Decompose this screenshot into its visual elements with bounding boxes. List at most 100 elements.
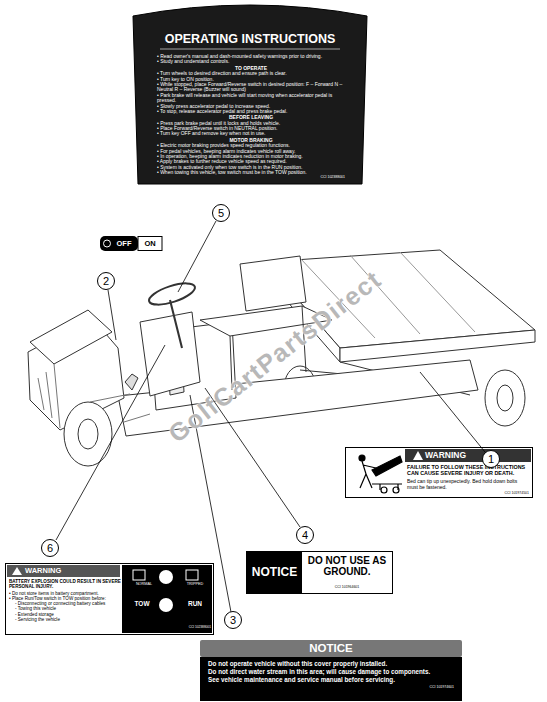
ground-notice-decal: NOTICEDO NOT USE AS GROUND. CCI 101964601: [246, 551, 393, 594]
vehicle-drawing: [170, 300, 182, 348]
decal-backgrounds: [247, 552, 393, 594]
decal-backgrounds: [133, 5, 367, 184]
decal-backgrounds: [200, 657, 462, 701]
callout-number: 6: [41, 539, 59, 557]
callout-text: 2: [103, 275, 109, 287]
vehicle-drawing: [340, 330, 535, 362]
leader-line: [108, 290, 116, 340]
decal-heading: OPERATING INSTRUCTIONS: [133, 32, 367, 46]
vehicle-drawing: [78, 419, 98, 449]
bed-warning-icon: [381, 487, 387, 493]
vehicle-drawing: [30, 310, 112, 364]
decal-text: - Towing this vehicle: [9, 606, 121, 611]
operating-instructions-decal: • Read owner's manual and dash-mounted s…: [133, 2, 367, 185]
decal-backgrounds: [159, 598, 173, 612]
decal-text: • Place Run/Tow switch in TOW position b…: [9, 596, 121, 601]
callout-text: 6: [47, 542, 53, 554]
vehicle-drawing: [140, 312, 200, 396]
decal-text: FAILURE TO FOLLOW THESE INSTRUCTIONS CAN…: [407, 465, 529, 477]
decal-text: • While stopped, place Forward/Reverse s…: [157, 82, 345, 93]
vehicle-drawing: [125, 374, 138, 390]
vehicle-drawing: [90, 394, 150, 422]
decal-heading: WARNING: [425, 450, 529, 460]
bed-warning-icon: [393, 487, 399, 493]
decal-backgrounds: [100, 236, 138, 251]
decal-backgrounds: [247, 552, 302, 593]
vehicle-drawing: [64, 402, 112, 466]
decal-backgrounds: [122, 565, 212, 633]
decal-text: • Park brake will release and vehicle wi…: [157, 93, 345, 104]
decal-text: TRIPPED: [175, 582, 215, 586]
decal-text: - Disconnecting or connecting battery ca…: [9, 601, 121, 606]
callout-number: 1: [482, 450, 500, 468]
decal-text: CCI 101974501: [469, 491, 529, 495]
vehicle-drawing: [147, 279, 198, 309]
decal-backgrounds: [6, 564, 214, 635]
decal-backgrounds: [7, 565, 120, 577]
cover-notice-decal: Do not operate vehicle without this cove…: [200, 640, 462, 701]
decal-body: BATTERY EXPLOSION COULD RESULT IN SEVERE…: [9, 579, 121, 622]
decal-body: • Read owner's manual and dash-mounted s…: [157, 54, 345, 179]
decal-text: ON: [138, 239, 162, 248]
decal-heading: NOTICE: [247, 565, 302, 579]
decal-text: • When towing this vehicle, tow switch m…: [157, 170, 345, 175]
decal-backgrounds: [133, 570, 145, 580]
vehicle-drawing: [240, 256, 306, 311]
decal-text: CCI 101974601: [208, 685, 454, 690]
decal-text: RUN: [176, 600, 214, 607]
decal-text: - Servicing the vehicle: [9, 617, 121, 622]
decal-heading: NOTICE: [200, 642, 462, 655]
key-switch-decal: OFFON: [100, 236, 162, 251]
battery-warning-decal: BATTERY EXPLOSION COULD RESULT IN SEVERE…: [5, 563, 214, 635]
decal-backgrounds: [160, 49, 340, 50]
callout-number: 4: [296, 526, 314, 544]
decal-text: • To stop, release accelerator pedal and…: [157, 109, 345, 114]
decal-text: • Do not store items in battery compartm…: [9, 591, 121, 596]
decal-backgrounds: [413, 451, 423, 460]
decal-text: CCI 101964601: [304, 585, 390, 589]
callout-number: 2: [97, 272, 115, 290]
callout-text: 5: [218, 207, 224, 219]
bed-warning-icon: [359, 455, 365, 461]
decal-text: Do not operate vehicle without this cove…: [208, 660, 454, 668]
decal-body: Do not operate vehicle without this cove…: [208, 660, 454, 689]
vehicle-drawing: [497, 385, 513, 411]
vehicle-drawing: [38, 364, 60, 428]
decal-text: TOW: [122, 600, 162, 607]
decal-text: BATTERY EXPLOSION COULD RESULT IN SEVERE…: [9, 579, 121, 590]
decal-backgrounds: [346, 448, 533, 498]
decal-backgrounds: [104, 240, 111, 247]
decal-text: NORMAL: [122, 582, 166, 586]
leader-line: [178, 221, 216, 292]
callout-text: 4: [302, 529, 308, 541]
bed-warning-icon: [359, 455, 402, 493]
decal-backgrounds: [138, 237, 162, 251]
callout-text: 1: [488, 453, 494, 465]
decal-backgrounds: [186, 570, 198, 580]
vehicle-drawing: [485, 370, 525, 426]
decal-backgrounds: [12, 567, 22, 575]
decal-backgrounds: [159, 570, 173, 584]
leader-line: [56, 345, 165, 540]
decal-text: Bed can tip up unexpectedly. Bed hold do…: [407, 479, 529, 490]
decal-backgrounds: [6, 5, 533, 701]
decal-text: Do not direct water stream in this area;…: [208, 668, 454, 676]
callout-number: 3: [224, 611, 242, 629]
decal-backgrounds: [405, 449, 531, 462]
leader-line: [56, 221, 485, 612]
decal-text: - Extended storage: [9, 612, 121, 617]
bed-warning-decal: WARNING FAILURE TO FOLLOW THESE INSTRUCTI…: [345, 447, 533, 498]
decal-text: DO NOT USE AS GROUND.: [304, 555, 390, 577]
decal-heading: OFF: [111, 239, 137, 248]
callout-text: 3: [230, 614, 236, 626]
decal-text: CCI 102388001: [155, 625, 211, 629]
decal-text: See vehicle maintenance and service manu…: [208, 676, 454, 684]
decal-heading: WARNING: [25, 566, 121, 575]
leader-line: [420, 372, 485, 452]
callout-number: 5: [212, 204, 230, 222]
decal-text: • Study and understand controls.: [157, 59, 345, 64]
decal-text: CCI 102388001: [157, 176, 345, 180]
decal-text: • Turn key OFF and remove key when not i…: [157, 131, 345, 136]
decal-backgrounds: [200, 640, 462, 657]
